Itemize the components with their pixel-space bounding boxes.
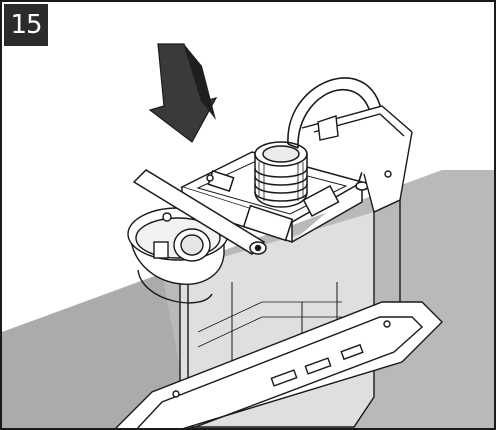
flush-valve <box>254 141 308 208</box>
tank-right-wall <box>301 105 413 213</box>
lever-bar <box>132 169 267 255</box>
base-frame <box>115 301 443 428</box>
step-number-badge: 15 <box>4 4 48 46</box>
down-arrow-icon <box>148 43 218 143</box>
floor-shadow <box>2 274 192 428</box>
float-chamber <box>127 207 229 304</box>
